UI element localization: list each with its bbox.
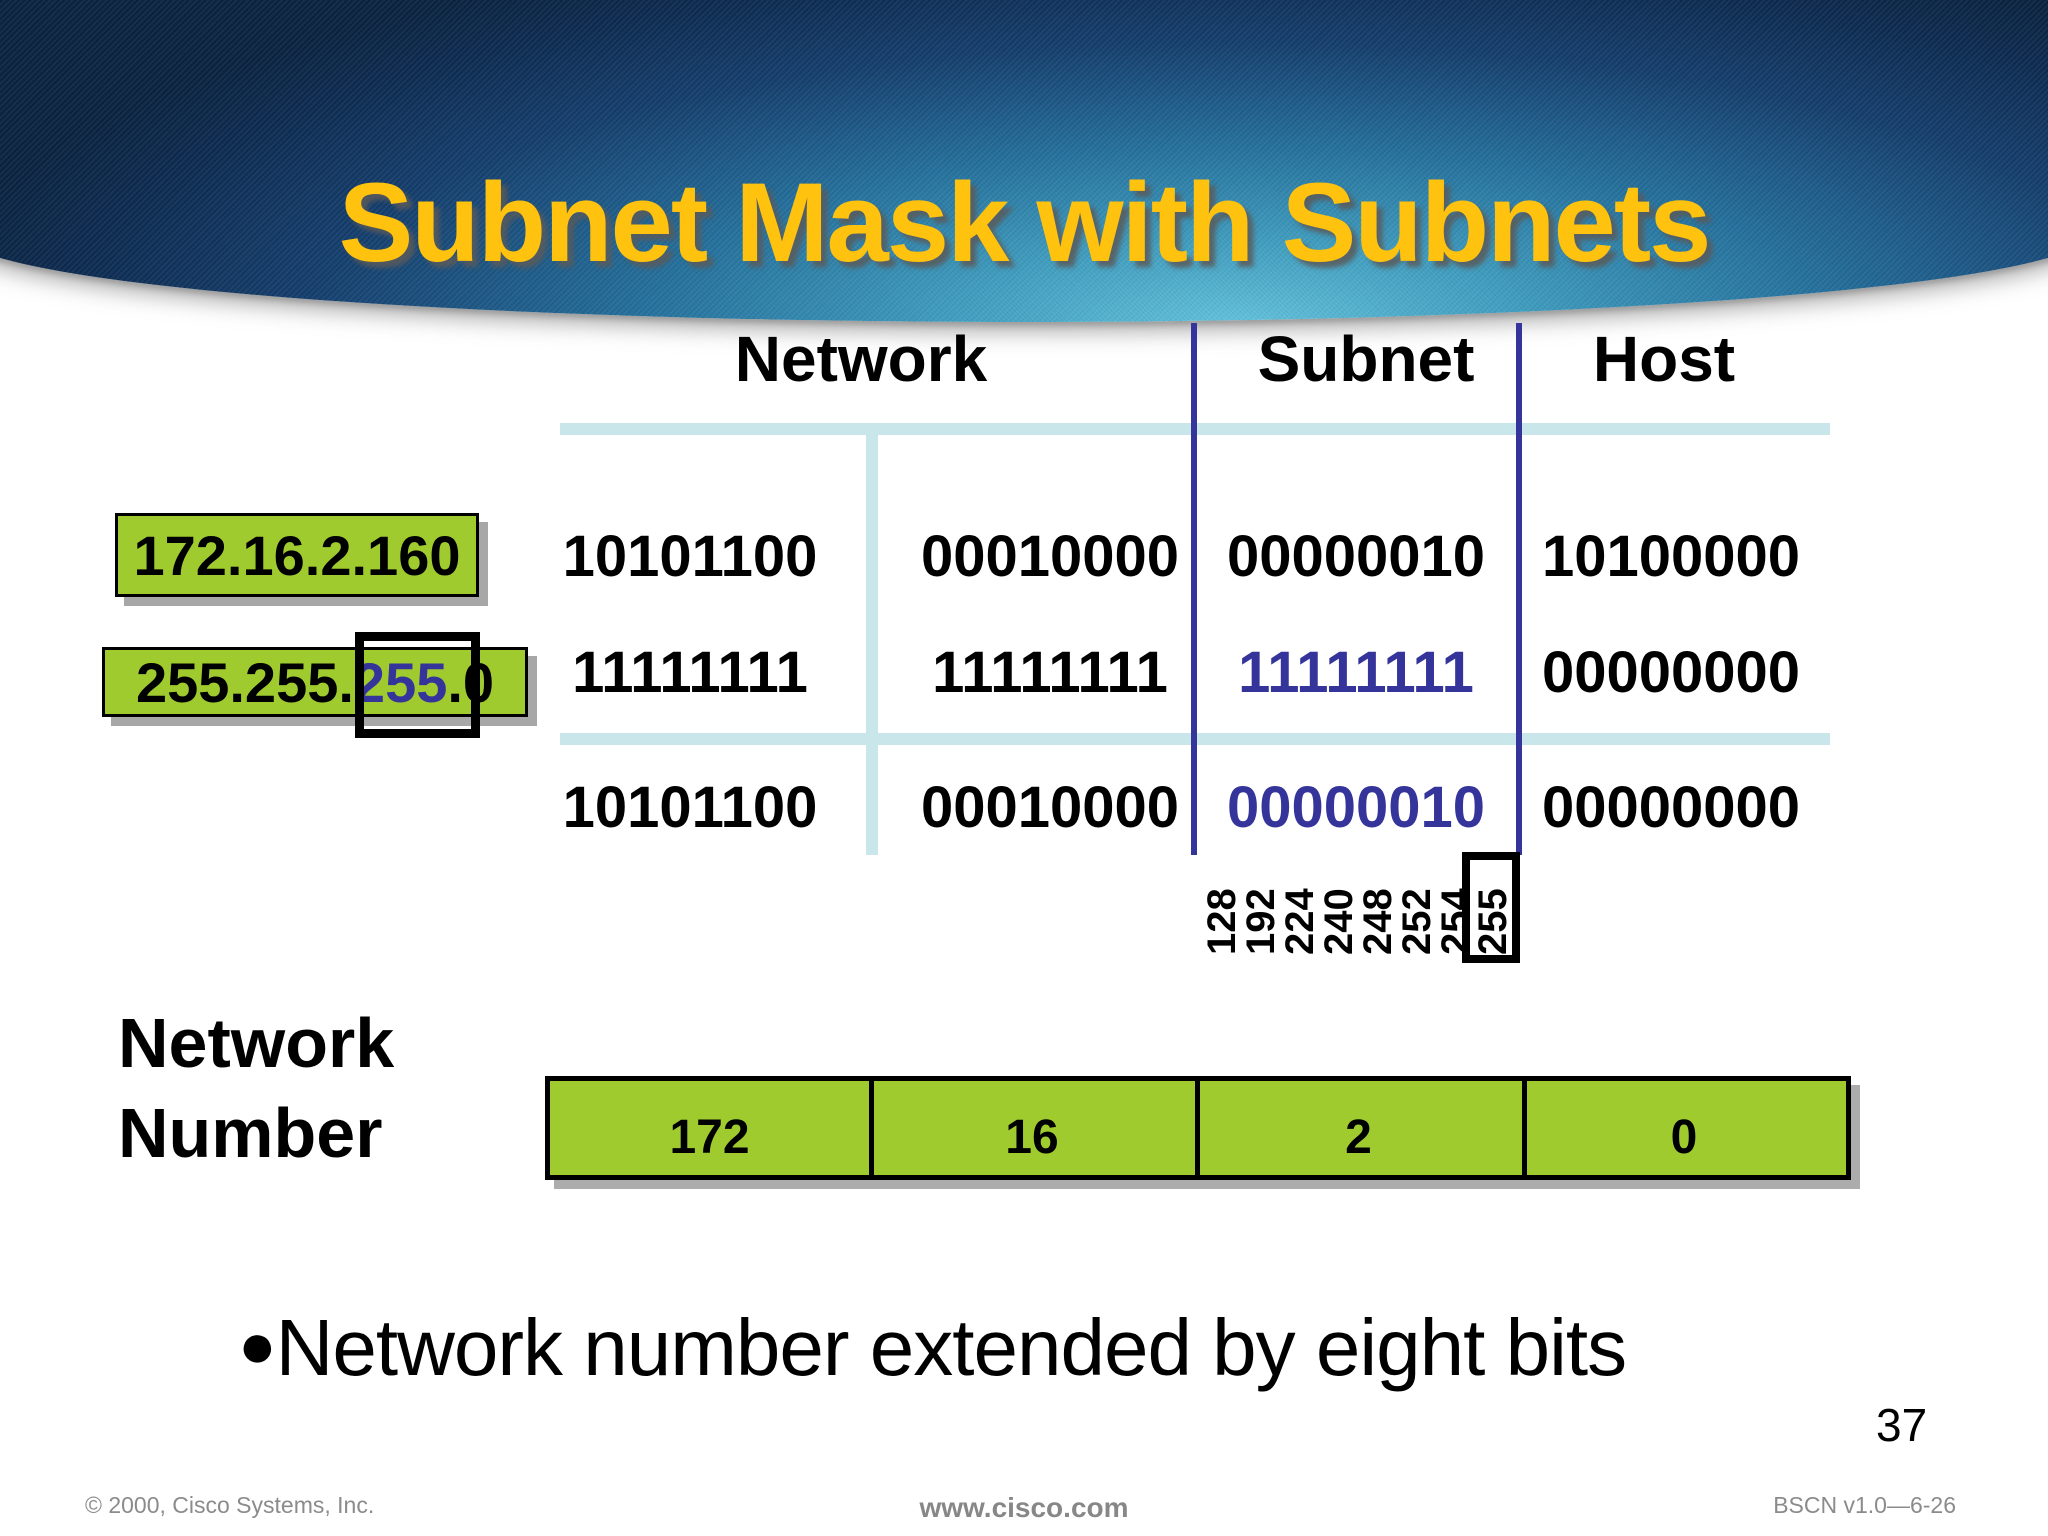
binary-cell: 00010000 (920, 775, 1180, 840)
footer-docid: BSCN v1.0—6-26 (1773, 1492, 1956, 1518)
ip-address-text: 172.16.2.160 (133, 523, 461, 587)
slide-title: Subnet Mask with Subnets (338, 160, 1712, 285)
bar-divider (869, 1081, 874, 1175)
network-number-label-line1: Network (118, 1004, 395, 1082)
mask-suffix: .0 (447, 650, 495, 714)
bullet-text: Network number extended by eight bits (275, 1303, 1627, 1392)
binary-cell: 00000000 (1541, 775, 1801, 840)
network-number-cell: 0 (1670, 1110, 1698, 1164)
binary-cell: 10101100 (562, 524, 818, 589)
subnet-value: 224 (1278, 888, 1322, 955)
bullet-icon: ● (238, 1309, 277, 1381)
network-number-bar: 172 16 2 0 (545, 1076, 1851, 1180)
binary-cell: 11111111 (932, 640, 1168, 705)
binary-cell: 11111111 (572, 640, 808, 705)
mask-octet-outline-box (355, 632, 480, 738)
banner-background (0, 0, 2048, 322)
network-number-cell: 172 (669, 1110, 750, 1164)
page-number: 37 (1876, 1399, 1928, 1451)
ip-address-label: 172.16.2.160 (115, 513, 479, 597)
column-header-host: Host (1592, 323, 1736, 395)
subnet-divider-right (1516, 323, 1522, 855)
column-header-subnet: Subnet (1257, 323, 1475, 395)
binary-cell-subnet-result: 00000010 (1226, 775, 1486, 840)
subnet-value: 192 (1239, 888, 1283, 955)
bar-divider (1195, 1081, 1200, 1175)
bullet-line: ●Network number extended by eight bits (238, 1302, 1627, 1394)
network-number-cell: 2 (1345, 1110, 1372, 1164)
subnet-value-selected: 255 (1471, 888, 1515, 955)
network-number-cell: 16 (1005, 1110, 1059, 1164)
column-header-network: Network (734, 323, 988, 395)
subnet-value: 254 (1434, 888, 1478, 955)
mask-highlighted-octet: 255 (353, 650, 448, 714)
binary-cell: 00000010 (1226, 524, 1486, 589)
subnet-value: 248 (1356, 888, 1400, 955)
mask-prefix: 255.255. (135, 650, 354, 714)
subnet-value: 240 (1317, 888, 1361, 955)
binary-cell: 00010000 (920, 524, 1180, 589)
binary-cell: 10100000 (1541, 524, 1801, 589)
binary-cell: 00000000 (1541, 640, 1801, 705)
subnet-divider-left (1191, 323, 1197, 855)
mask-text: 255.255.255.0 (136, 650, 494, 715)
footer-url: www.cisco.com (919, 1492, 1129, 1523)
subnet-value-outline-box (1462, 852, 1520, 963)
subnet-mask-label: 255.255.255.0 (102, 647, 528, 717)
octet-divider-light (866, 423, 878, 855)
bar-divider (1522, 1081, 1527, 1175)
subnet-value: 128 (1200, 888, 1244, 955)
binary-cell-subnet-bits: 11111111 (1238, 640, 1474, 705)
subnet-value: 252 (1395, 888, 1439, 955)
footer-copyright: © 2000, Cisco Systems, Inc. (85, 1492, 375, 1518)
binary-cell: 10101100 (562, 775, 818, 840)
network-number-label-line2: Number (118, 1094, 383, 1172)
